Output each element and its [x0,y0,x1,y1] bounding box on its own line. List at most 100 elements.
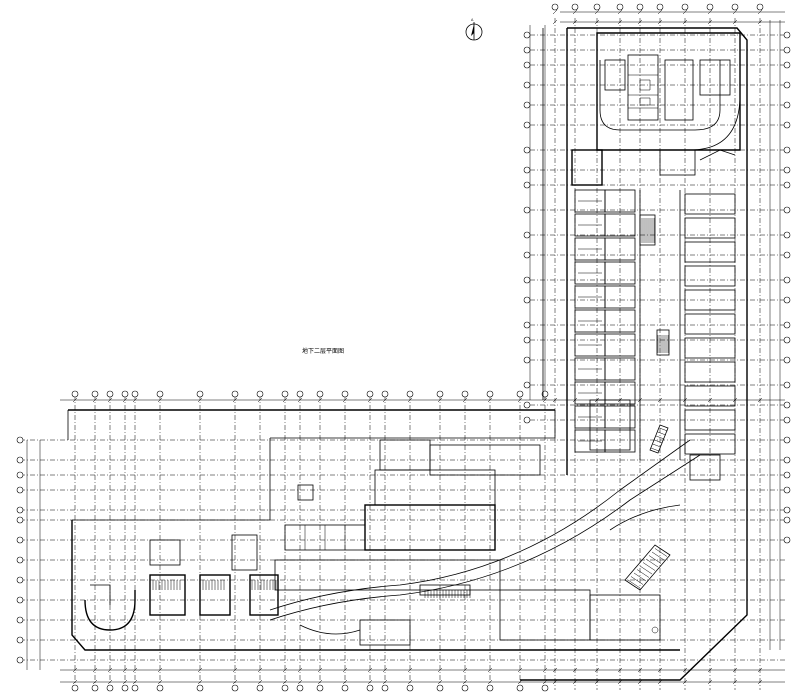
dimension-tick [407,679,413,685]
axis-bubble [256,684,264,692]
escalator-tread [642,562,656,571]
shop-unit [684,289,736,311]
dimension-tick [757,9,763,15]
axis-bubble [523,336,531,344]
north-label: A [471,18,474,22]
dimension-tick [157,679,163,685]
dimension-tick [617,19,623,25]
dimension-tick [297,667,303,673]
dimension-tick [707,9,713,15]
dimension-tick [382,667,388,673]
axis-bubble [91,684,99,692]
axis-bubble [541,684,549,692]
dimension-tick [122,397,128,403]
dimension-tick [367,667,373,673]
dimension-tick [317,397,323,403]
dimension-tick [382,397,388,403]
dimension-tick [157,397,163,403]
axis-bubble [636,3,644,11]
axis-bubble [523,166,531,174]
dimension-tick [757,679,763,685]
axis-bubble [106,390,114,398]
escalator-tread [639,565,653,575]
axis-bubble [281,390,289,398]
dimension-tick [462,667,468,673]
axis-bubble [106,684,114,692]
axis-bubble [196,390,204,398]
axis-bubble [523,46,531,54]
axis-bubble [436,684,444,692]
axis-bubble [571,3,579,11]
dimension-tick [637,667,643,673]
north-wing-shops [571,149,736,481]
axis-bubble [551,3,559,11]
curved-wall [699,149,736,161]
shop-unit [604,309,636,333]
shop-unit [604,357,636,381]
axis-bubble [783,206,791,214]
dimension-tick [317,679,323,685]
dimension-tick [122,679,128,685]
dimension-tick [462,679,468,685]
dimension-tick [517,667,523,673]
axis-bubble [783,416,791,424]
dimension-tick [342,667,348,673]
axis-bubble [783,61,791,69]
axis-bubble [523,401,531,409]
dimension-tick [682,9,688,15]
dimension-tick [257,667,263,673]
axis-bubble [16,456,24,464]
dimension-tick [732,19,738,25]
dimension-tick [132,397,138,403]
axis-bubble [296,390,304,398]
dimension-tick [637,9,643,15]
axis-bubble [681,3,689,11]
shop-unit [684,313,736,335]
axis-bubble [523,181,531,189]
dimension-tick [437,397,443,403]
axis-bubble [523,61,531,69]
dimension-tick [657,667,663,673]
axis-bubble [523,251,531,259]
axis-bubble [381,684,389,692]
axis-bubble [731,3,739,11]
axis-bubble [196,684,204,692]
axis-bubble [783,46,791,54]
dimension-tick [407,667,413,673]
axis-bubble [71,390,79,398]
axis-bubble [783,31,791,39]
dimension-tick [594,19,600,25]
dimension-tick [157,667,163,673]
dimension-tick [707,679,713,685]
dimension-tick [552,397,558,403]
room [589,399,631,451]
dimension-tick [657,19,663,25]
axis-bubble [256,390,264,398]
dimension-tick [682,19,688,25]
axis-bubble [16,506,24,514]
dimension-tick [197,667,203,673]
room [659,149,696,176]
axis-bubble [381,390,389,398]
axis-bubble [486,684,494,692]
plan-title: 地下二层平面图 [302,347,344,355]
axis-bubble [156,684,164,692]
stair-core [571,149,603,186]
escalator-tread [648,555,662,564]
escalator-tread [656,435,665,440]
axis-bubble [756,3,764,11]
axis-bubble [783,181,791,189]
dimension-tick [437,667,443,673]
axis-bubble [16,596,24,604]
shop-unit [604,333,636,357]
shop-unit [684,217,736,239]
escalator-tread [654,439,663,444]
dimension-tick [232,667,238,673]
axis-bubbles [16,3,791,692]
axis-bubble [16,636,24,644]
axis-bubble [461,390,469,398]
axis-bubble [341,390,349,398]
dimension-tick [572,9,578,15]
dimension-tick [594,9,600,15]
